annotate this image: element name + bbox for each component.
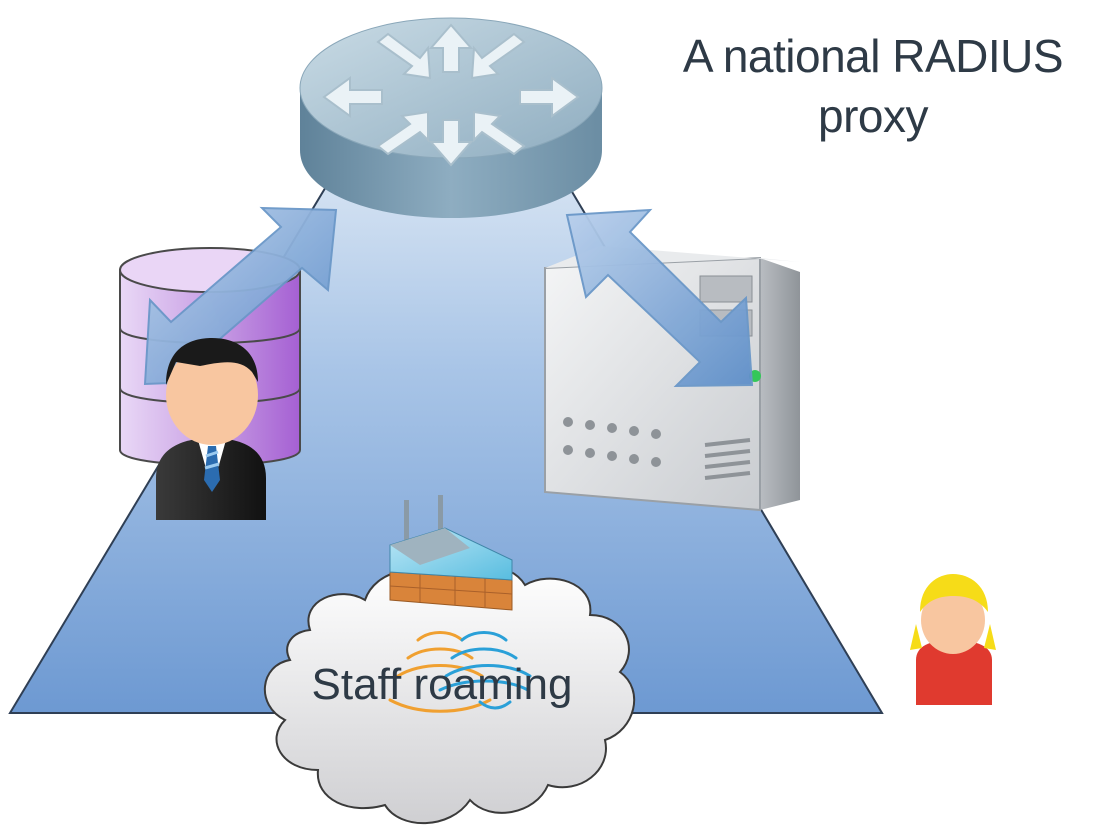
- double-arrow-right: [565, 208, 754, 388]
- router-icon: [299, 17, 603, 218]
- wireless-access-point-icon: [389, 495, 513, 611]
- diagram-title: A national RADIUS proxy: [650, 26, 1096, 146]
- cloud-label: Staff roaming: [311, 660, 573, 709]
- wifi-signal-icon: [388, 631, 532, 713]
- businessman-icon: [156, 338, 266, 520]
- child-user-icon: [910, 574, 996, 705]
- title-line-2: proxy: [818, 90, 928, 142]
- title-line-1: A national RADIUS: [682, 30, 1064, 82]
